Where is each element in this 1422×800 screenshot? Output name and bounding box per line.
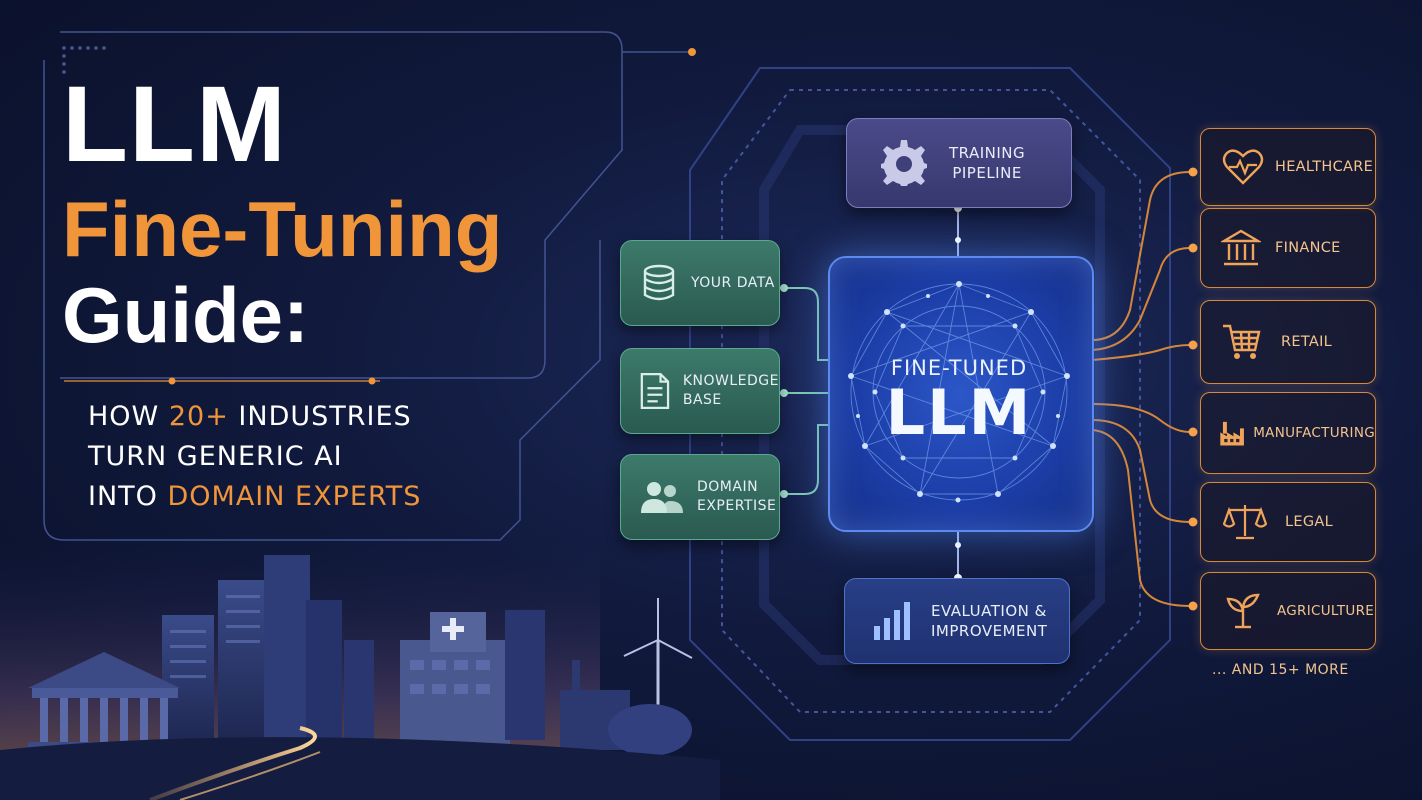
industry-label: MANUFACTURING bbox=[1253, 425, 1375, 441]
scales-icon bbox=[1223, 505, 1267, 540]
industry-label: RETAIL bbox=[1281, 334, 1333, 350]
neural-network-icon bbox=[848, 281, 1070, 503]
industry-connector-dots bbox=[1188, 167, 1198, 611]
gear-icon bbox=[881, 140, 927, 186]
cart-icon bbox=[1223, 324, 1261, 359]
city-skyline bbox=[0, 555, 720, 800]
industry-connectors bbox=[1091, 171, 1191, 607]
people-icon bbox=[641, 482, 683, 513]
input-label: KNOWLEDGE BASE bbox=[683, 372, 779, 410]
core-label-big: LLM bbox=[885, 376, 1033, 449]
document-icon bbox=[640, 373, 670, 409]
input-label-line: EXPERTISE bbox=[697, 498, 777, 514]
subtitle-highlight: DOMAIN EXPERTS bbox=[167, 481, 422, 512]
title-divider bbox=[64, 377, 380, 385]
subtitle-highlight: 20+ bbox=[168, 401, 229, 432]
industry-box-agriculture: AGRICULTURE bbox=[1200, 572, 1376, 650]
input-label: YOUR DATA bbox=[691, 274, 775, 291]
title-frame bbox=[43, 31, 690, 541]
input-box-knowledge-base: KNOWLEDGE BASE bbox=[620, 348, 780, 434]
subtitle-text: HOW bbox=[88, 401, 169, 432]
industry-box-healthcare: HEALTHCARE bbox=[1200, 128, 1376, 206]
sprout-icon bbox=[1226, 593, 1260, 629]
industry-box-manufacturing: MANUFACTURING bbox=[1200, 392, 1376, 474]
evaluation-box: EVALUATION & IMPROVEMENT bbox=[844, 578, 1070, 664]
industry-label: HEALTHCARE bbox=[1275, 159, 1374, 175]
fine-tuned-llm-core bbox=[828, 256, 1094, 532]
evaluation-label: EVALUATION & IMPROVEMENT bbox=[931, 601, 1047, 642]
training-label-line: TRAINING bbox=[949, 143, 1026, 162]
subtitle-text: INDUSTRIES bbox=[228, 401, 412, 432]
industry-label: FINANCE bbox=[1275, 240, 1341, 256]
title-line-3: Guide: bbox=[62, 271, 309, 359]
input-box-your-data: YOUR DATA bbox=[620, 240, 780, 326]
heart-pulse-icon bbox=[1222, 149, 1264, 185]
industry-box-legal: LEGAL bbox=[1200, 482, 1376, 562]
dot-pattern bbox=[62, 46, 106, 74]
subtitle-line-1: HOW 20+ INDUSTRIES bbox=[88, 403, 412, 430]
input-label: DOMAIN EXPERTISE bbox=[697, 478, 776, 516]
bar-chart-icon bbox=[874, 602, 910, 640]
industry-label: LEGAL bbox=[1285, 514, 1333, 530]
training-pipeline-box: TRAINING PIPELINE bbox=[846, 118, 1072, 208]
input-box-domain-expertise: DOMAIN EXPERTISE bbox=[620, 454, 780, 540]
training-label-line: PIPELINE bbox=[952, 164, 1022, 182]
subtitle-text: INTO bbox=[88, 481, 168, 512]
bank-icon bbox=[1221, 229, 1261, 266]
more-industries-label: ... AND 15+ MORE bbox=[1212, 662, 1349, 678]
industry-label: AGRICULTURE bbox=[1277, 603, 1375, 619]
factory-icon bbox=[1220, 421, 1244, 446]
evaluation-label-line: EVALUATION & bbox=[931, 601, 1047, 620]
input-connector-dots bbox=[780, 284, 788, 498]
input-label-line: KNOWLEDGE bbox=[682, 373, 779, 390]
database-icon bbox=[643, 264, 675, 301]
title-line-1: LLM bbox=[62, 63, 287, 184]
training-label: TRAINING PIPELINE bbox=[949, 143, 1025, 184]
evaluation-label-line: IMPROVEMENT bbox=[931, 622, 1048, 640]
title-line-2: Fine-Tuning bbox=[62, 185, 503, 273]
subtitle-line-3: INTO DOMAIN EXPERTS bbox=[88, 483, 421, 510]
frame-dot-icon bbox=[688, 48, 696, 56]
subtitle-line-2: TURN GENERIC AI bbox=[88, 441, 343, 472]
core-label-small: FINE-TUNED bbox=[890, 356, 1028, 380]
industry-box-retail: RETAIL bbox=[1200, 300, 1376, 384]
input-label-line: DOMAIN bbox=[697, 479, 759, 496]
industry-box-finance: FINANCE bbox=[1200, 208, 1376, 288]
input-label-line: BASE bbox=[682, 392, 722, 408]
